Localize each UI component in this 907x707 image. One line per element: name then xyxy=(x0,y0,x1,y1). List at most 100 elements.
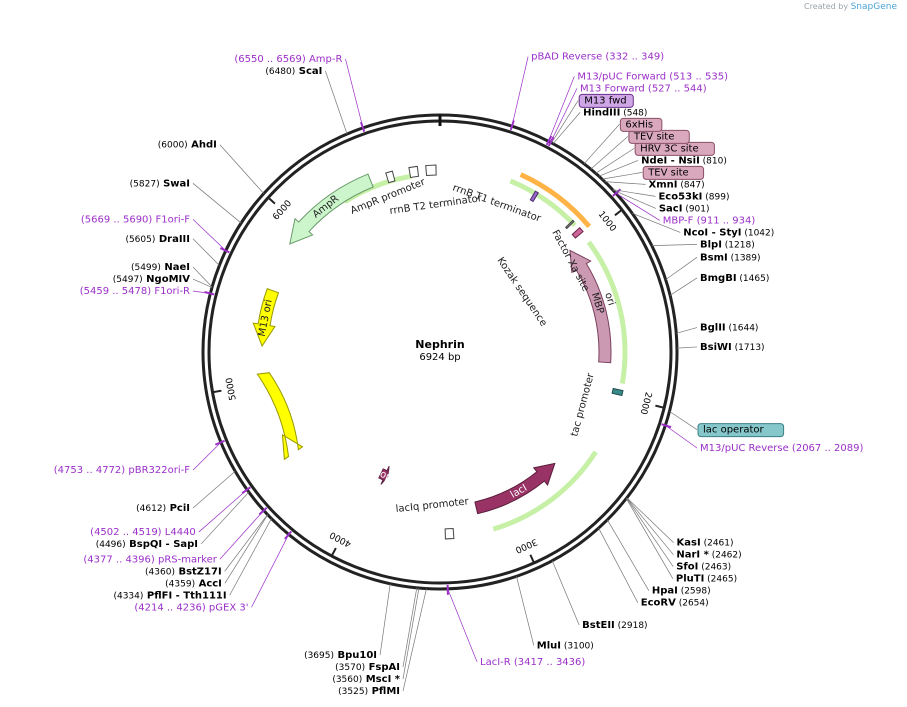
site-ncoi-styi-1042[interactable]: NcoI - StyI (1042) xyxy=(683,227,774,238)
site-5827-swai[interactable]: (5827) SwaI xyxy=(130,178,190,189)
site-label-part: NcoI xyxy=(683,227,708,238)
feature-ampr-promoter[interactable] xyxy=(385,170,396,184)
feature-m13-ori[interactable] xyxy=(252,288,280,348)
site-label-text: (5497) NgoMIV xyxy=(113,274,190,285)
site-6480-scai[interactable]: (6480) ScaI xyxy=(265,66,322,77)
site-xmni-847[interactable]: XmnI (847) xyxy=(649,179,705,190)
site-label-part: (332 .. 349) xyxy=(602,52,664,63)
site-label-text: MBP-F (911 .. 934) xyxy=(663,215,756,226)
site-blpi-1218[interactable]: BlpI (1218) xyxy=(700,239,755,250)
site-label-part: (2461) xyxy=(701,539,734,549)
tick-label: 3000 xyxy=(513,536,538,555)
site-hindiii-548[interactable]: HindIII (548) xyxy=(583,107,647,118)
site-kasi-2461[interactable]: KasI (2461) xyxy=(677,538,734,549)
site-label-part: (3695) xyxy=(304,651,334,661)
site-hpai-2598[interactable]: HpaI (2598) xyxy=(652,586,711,597)
site-lac-operator[interactable]: lac operator xyxy=(697,423,785,438)
feature-laciq-promoter[interactable] xyxy=(444,527,455,540)
site-3570-fspai[interactable]: (3570) FspAI xyxy=(335,662,400,673)
site-label-text: EcoRV (2654) xyxy=(641,598,709,609)
site-nari-2462[interactable]: NarI * (2462) xyxy=(676,550,741,561)
site-label-part: (1465) xyxy=(737,274,770,284)
site-bsmi-1389[interactable]: BsmI (1389) xyxy=(700,252,761,263)
site-4496-bspqi-sapi[interactable]: (4496) BspQI - SapI xyxy=(96,539,198,550)
feature-mbp[interactable] xyxy=(569,249,612,364)
site-4753-4772-pbr322ori-f[interactable]: (4753 .. 4772) pBR322ori-F xyxy=(54,465,190,476)
site-eco53ki-899[interactable]: Eco53kI (899) xyxy=(658,191,729,202)
site-ndei-nsii-810[interactable]: NdeI - NsiI (810) xyxy=(641,155,727,166)
feature-factor-xa-site[interactable] xyxy=(571,227,584,239)
site-label-text: (3560) MscI * xyxy=(332,674,400,685)
site-4502-4519-l4440[interactable]: (4502 .. 4519) L4440 xyxy=(90,527,196,538)
site-label-part: (5459 .. 5478) xyxy=(80,286,152,297)
site-label-part: (3525) xyxy=(338,687,368,697)
feature-rrnb-t1-terminator[interactable] xyxy=(425,164,437,177)
feature-rrnb-t2-terminator[interactable] xyxy=(408,165,420,179)
site-tev-site[interactable]: TEV site xyxy=(628,129,690,144)
site-tev-site[interactable]: TEV site xyxy=(642,165,705,180)
site-laci-r-3417-3436[interactable]: LacI-R (3417 .. 3436) xyxy=(480,657,585,668)
site-label-part: FspAI xyxy=(365,662,400,673)
site-3695-bpu10i[interactable]: (3695) Bpu10I xyxy=(304,650,377,661)
site-4359-acci[interactable]: (4359) AccI xyxy=(165,578,222,589)
site-sfoi-2463[interactable]: SfoI (2463) xyxy=(676,562,731,573)
primer-mark xyxy=(661,423,672,429)
site-label-part: pBAD Reverse xyxy=(531,52,602,63)
feature-tac-promoter[interactable] xyxy=(611,387,624,397)
site-m13-forward-527-544[interactable]: M13 Forward (527 .. 544) xyxy=(580,83,707,94)
site-4214-4236-pgex-3[interactable]: (4214 .. 4236) pGEX 3' xyxy=(134,602,248,613)
site-m13-puc-reverse-2067-2089[interactable]: M13/pUC Reverse (2067 .. 2089) xyxy=(700,443,863,454)
feature-6xhis[interactable] xyxy=(529,190,539,203)
site-label-part: PciI xyxy=(166,503,190,514)
site-4377-4396-prs-marker[interactable]: (4377 .. 4396) pRS-marker xyxy=(83,554,217,565)
site-saci-901[interactable]: SacI (901) xyxy=(659,203,710,214)
site-hrv-3c-site[interactable]: HRV 3C site xyxy=(634,141,715,156)
site-4360-bstz17i[interactable]: (4360) BstZ17I xyxy=(145,566,222,577)
site-5497-ngomiv[interactable]: (5497) NgoMIV xyxy=(113,274,190,285)
site-5499-naei[interactable]: (5499) NaeI xyxy=(131,262,190,273)
site-4612-pcii[interactable]: (4612) PciI xyxy=(136,503,190,514)
feature-arcs xyxy=(343,172,628,532)
site-label-text: (4502 .. 4519) L4440 xyxy=(90,527,196,538)
site-pluti-2465[interactable]: PluTI (2465) xyxy=(676,574,737,585)
tick-mark xyxy=(330,547,337,557)
site-6550-6569-amp-r[interactable]: (6550 .. 6569) Amp-R xyxy=(234,54,342,65)
site-label-part: (3560) xyxy=(332,675,362,685)
site-leader xyxy=(548,76,575,142)
feature-rop[interactable] xyxy=(378,465,390,485)
site-m13-puc-forward-513-535[interactable]: M13/pUC Forward (513 .. 535) xyxy=(577,71,728,82)
site-bsiwi-1713[interactable]: BsiWI (1713) xyxy=(700,342,765,353)
site-5459-5478-f1ori-r[interactable]: (5459 .. 5478) F1ori-R xyxy=(80,286,190,297)
site-bsteii-2918[interactable]: BstEII (2918) xyxy=(582,620,647,631)
site-label-text: (5499) NaeI xyxy=(131,262,190,273)
site-5669-5690-f1ori-f[interactable]: (5669 .. 5690) F1ori-F xyxy=(81,214,190,225)
site-label-part: MBP-F xyxy=(663,215,694,226)
site-mlui-3100[interactable]: MluI (3100) xyxy=(537,640,594,651)
label-laciq-promoter: lacIq promoter xyxy=(395,496,470,515)
site-label-part: DraIII xyxy=(155,234,190,245)
site-pbad-reverse-332-349[interactable]: pBAD Reverse (332 .. 349) xyxy=(531,52,664,63)
site-label-text: HRV 3C site xyxy=(640,143,699,154)
site-label-part: 6xHis xyxy=(625,119,653,130)
site-ecorv-2654[interactable]: EcoRV (2654) xyxy=(641,598,709,609)
site-4334-pflfi-tth111i[interactable]: (4334) PflFI - Tth111I xyxy=(113,590,226,601)
site-label-text: BmgBI (1465) xyxy=(700,273,769,284)
site-label-text: NcoI - StyI (1042) xyxy=(683,227,774,238)
site-m13-fwd[interactable]: M13 fwd xyxy=(578,93,634,108)
site-label-text: (4377 .. 4396) pRS-marker xyxy=(83,554,217,565)
site-6xhis[interactable]: 6xHis xyxy=(619,117,663,132)
site-3560-msci[interactable]: (3560) MscI * xyxy=(332,674,400,685)
feature-ori[interactable] xyxy=(256,372,304,461)
feature-ampr[interactable] xyxy=(289,173,374,245)
site-bglii-1644[interactable]: BglII (1644) xyxy=(700,323,758,334)
feature-kozak-sequence[interactable] xyxy=(564,219,575,230)
site-label-text: 6xHis xyxy=(625,119,653,130)
feature-laci[interactable] xyxy=(474,462,556,515)
site-bmgbi-1465[interactable]: BmgBI (1465) xyxy=(700,273,769,284)
site-5605-draiii[interactable]: (5605) DraIII xyxy=(125,234,190,245)
site-6000-ahdi[interactable]: (6000) AhdI xyxy=(158,140,217,151)
site-mbp-f-911-934[interactable]: MBP-F (911 .. 934) xyxy=(663,215,756,226)
primer-mark xyxy=(219,247,230,254)
site-3525-pflmi[interactable]: (3525) PflMI xyxy=(338,686,400,697)
feature-box xyxy=(619,117,663,132)
